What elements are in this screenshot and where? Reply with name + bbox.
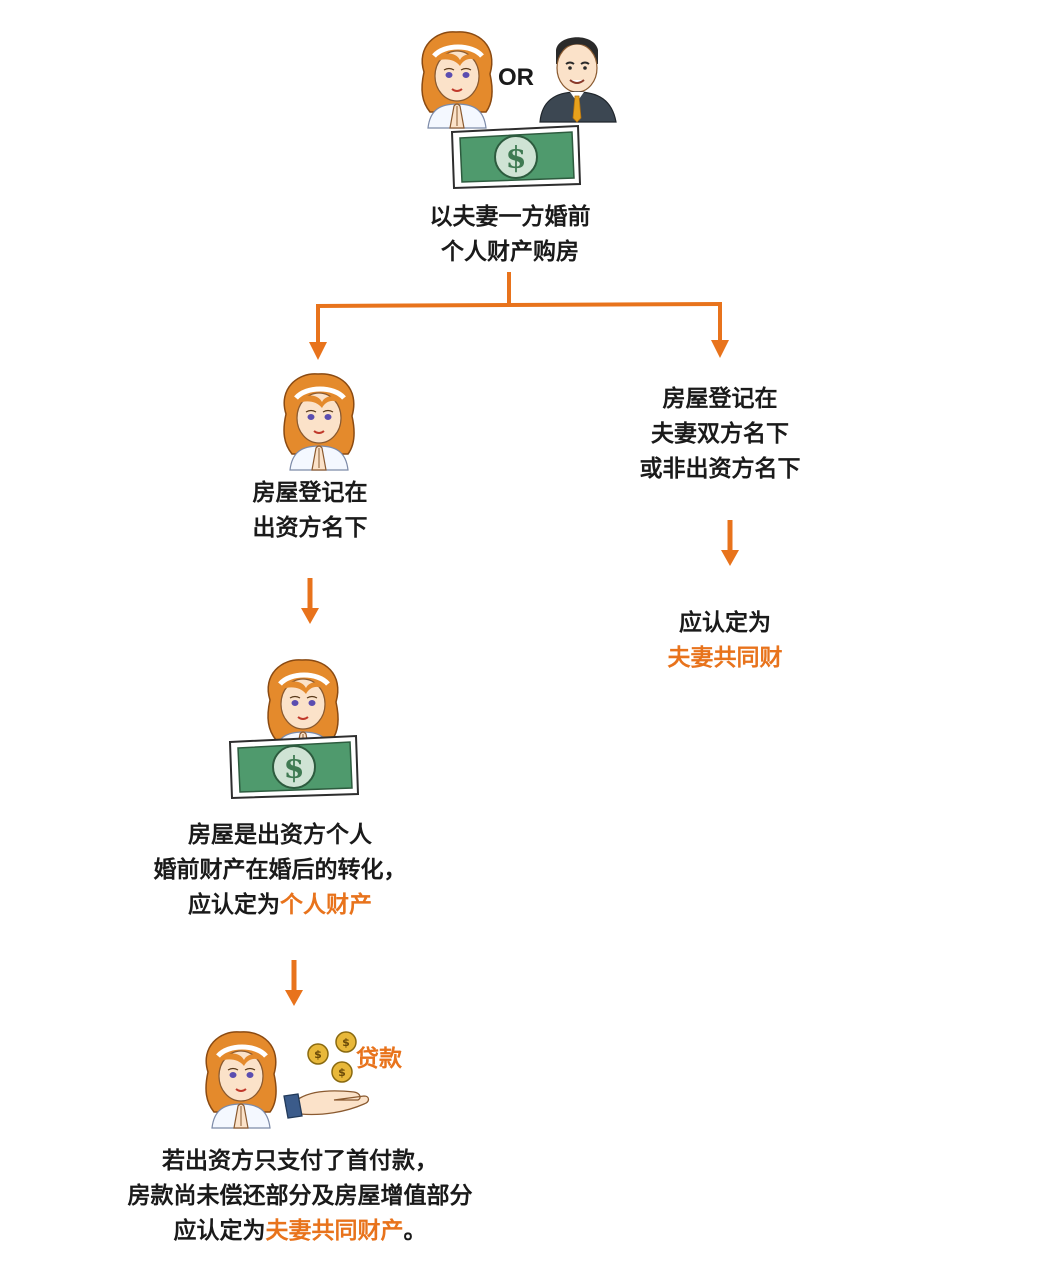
- top-caption-line2: 个人财产购房: [441, 239, 579, 265]
- woman-avatar-icon: [278, 374, 360, 470]
- left-step2-highlight: 个人财产: [280, 892, 372, 918]
- loan-label: 贷款: [356, 1046, 402, 1072]
- left-step2-caption: 房屋是出资方个人 婚前财产在婚后的转化， 应认定为个人财产: [130, 818, 430, 923]
- right-step1-line1: 房屋登记在: [662, 386, 778, 412]
- left-step3-line3-suffix: 。: [403, 1218, 427, 1244]
- right-result-caption: 应认定为 夫妻共同财: [620, 606, 830, 676]
- arrow-down-icon: [300, 578, 320, 628]
- left-step3-line1: 若出资方只支付了首付款，: [162, 1148, 438, 1174]
- dollar-bill-icon: [229, 735, 359, 799]
- svg-text:$: $: [342, 1036, 350, 1049]
- left-step2-line2: 婚前财产在婚后的转化，: [153, 857, 407, 883]
- left-step2-line1: 房屋是出资方个人: [188, 822, 372, 848]
- left-step3-highlight: 夫妻共同财产: [265, 1218, 404, 1244]
- svg-text:$: $: [314, 1048, 322, 1061]
- top-caption-line1: 以夫妻一方婚前: [429, 204, 591, 230]
- right-result-line1: 应认定为: [679, 610, 771, 636]
- arrow-down-icon: [284, 960, 304, 1010]
- right-result-highlight: 夫妻共同财: [667, 645, 783, 671]
- left-step3-caption: 若出资方只支付了首付款， 房款尚未偿还部分及房屋增值部分 应认定为夫妻共同财产。: [80, 1144, 520, 1249]
- right-step1-line2: 夫妻双方名下: [651, 421, 789, 447]
- left-step3-line3: 应认定为夫妻共同财产。: [80, 1214, 520, 1249]
- left-step1-line1: 房屋登记在: [252, 480, 368, 506]
- left-step1-caption: 房屋登记在 出资方名下: [210, 476, 410, 546]
- man-avatar-icon: [539, 37, 617, 123]
- right-step1-caption: 房屋登记在 夫妻双方名下 或非出资方名下: [610, 382, 830, 487]
- or-label: OR: [498, 64, 534, 91]
- coins-in-hand-icon: $ $ $: [283, 1031, 370, 1119]
- left-step2-line3-prefix: 应认定为: [188, 892, 280, 918]
- top-caption: 以夫妻一方婚前 个人财产购房: [410, 200, 610, 270]
- branch-connector: [309, 272, 729, 360]
- arrow-down-icon: [720, 520, 740, 570]
- svg-text:$: $: [338, 1066, 346, 1079]
- left-step2-line3: 应认定为个人财产: [130, 888, 430, 923]
- woman-avatar-icon: [200, 1032, 282, 1128]
- left-step3-line3-prefix: 应认定为: [173, 1218, 266, 1244]
- right-step1-line3: 或非出资方名下: [639, 456, 801, 482]
- left-step1-line2: 出资方名下: [252, 515, 368, 541]
- left-step3-line2: 房款尚未偿还部分及房屋增值部分: [127, 1183, 473, 1209]
